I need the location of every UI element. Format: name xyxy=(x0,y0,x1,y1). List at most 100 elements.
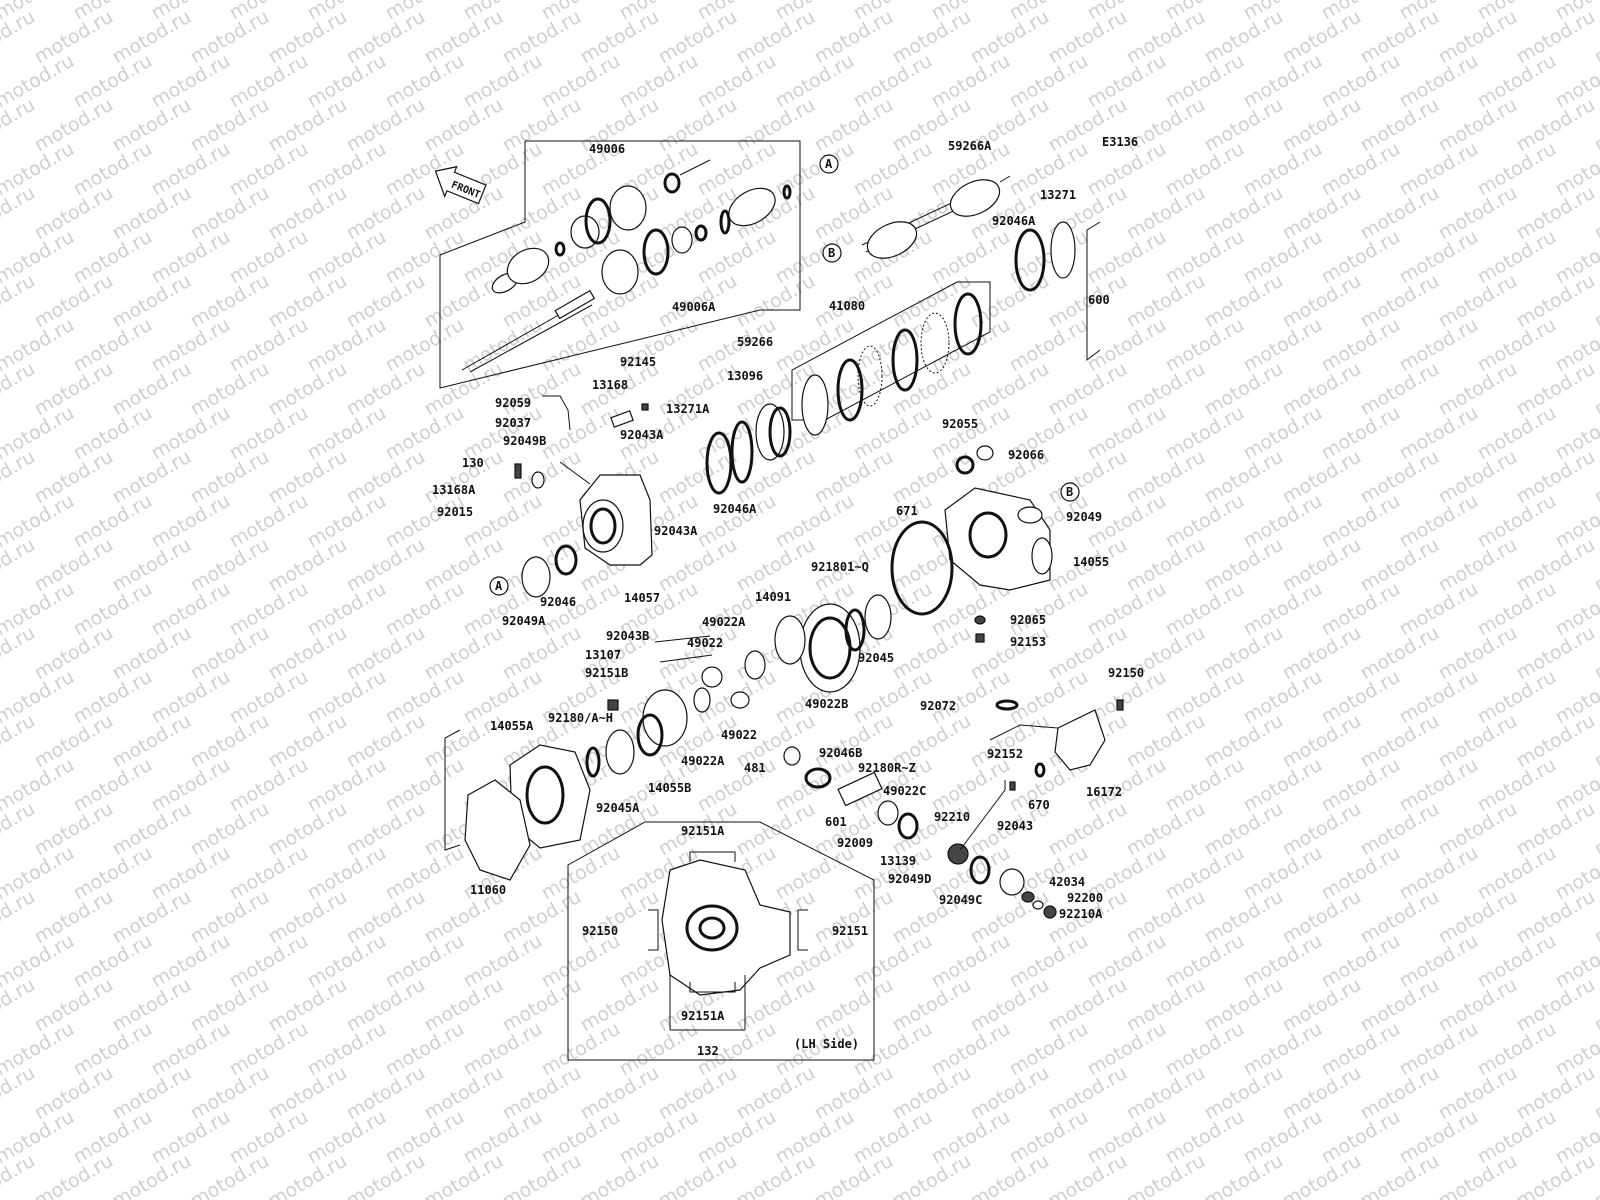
watermark-text: motod.ru xyxy=(187,94,273,157)
watermark-text: motod.ru xyxy=(1123,974,1209,1037)
part-label: 14055 xyxy=(1073,555,1109,569)
watermark-text: motod.ru xyxy=(1396,490,1482,553)
clutch-pack-41080 xyxy=(791,281,991,436)
axle-shaft-59266 xyxy=(461,159,792,373)
watermark-text: motod.ru xyxy=(265,534,351,597)
front-axle-frame xyxy=(439,140,801,389)
watermark-text: motod.ru xyxy=(772,754,858,817)
watermark-text: motod.ru xyxy=(928,754,1014,817)
watermark-text: motod.ru xyxy=(226,1018,312,1081)
watermark-text: motod.ru xyxy=(1162,314,1248,377)
watermark-text: motod.ru xyxy=(70,930,156,993)
watermark-text: motod.ru xyxy=(655,94,741,157)
watermark-text: motod.ru xyxy=(1084,1018,1170,1081)
watermark-text: motod.ru xyxy=(304,402,390,465)
watermark-text: motod.ru xyxy=(928,50,1014,113)
watermark-text: motod.ru xyxy=(1240,578,1326,641)
watermark-text: motod.ru xyxy=(460,490,546,553)
part-label: 13168A xyxy=(432,483,476,497)
watermark-text: motod.ru xyxy=(850,666,936,729)
watermark-text: motod.ru xyxy=(265,1062,351,1125)
part-label: 92009 xyxy=(837,836,873,850)
watermark-text: motod.ru xyxy=(70,666,156,729)
watermark-text: motod.ru xyxy=(1318,314,1404,377)
part-label: 92049D xyxy=(888,872,931,886)
watermark-text: motod.ru xyxy=(1006,50,1092,113)
watermark-text: motod.ru xyxy=(1279,534,1365,597)
watermark-text: motod.ru xyxy=(733,94,819,157)
bolt-92152 xyxy=(1009,781,1016,791)
watermark-text: motod.ru xyxy=(343,974,429,1037)
watermark-text: motod.ru xyxy=(304,490,390,553)
watermark-text: motod.ru xyxy=(187,974,273,1037)
watermark-text: motod.ru xyxy=(1279,798,1365,861)
watermark-text: motod.ru xyxy=(304,1106,390,1169)
watermark-text: motod.ru xyxy=(1513,94,1599,157)
watermark-text: motod.ru xyxy=(538,930,624,993)
watermark-text: motod.ru xyxy=(1201,446,1287,509)
part-label: 13139 xyxy=(880,854,916,868)
watermark-text: motod.ru xyxy=(343,358,429,421)
ref-marker-a-mid: A xyxy=(489,576,509,596)
sensor-13168 xyxy=(610,410,634,428)
gear-14091 xyxy=(774,615,806,665)
watermark-text: motod.ru xyxy=(811,886,897,949)
watermark-text: motod.ru xyxy=(1357,182,1443,245)
part-label: 92015 xyxy=(437,505,473,519)
watermark-text: motod.ru xyxy=(538,842,624,905)
watermark-text: motod.ru xyxy=(1279,710,1365,773)
watermark-text: motod.ru xyxy=(1357,446,1443,509)
watermark-text: motod.ru xyxy=(187,6,273,69)
watermark-text: motod.ru xyxy=(304,754,390,817)
watermark-text: motod.ru xyxy=(1513,270,1599,333)
watermark-text: motod.ru xyxy=(1279,6,1365,69)
watermark-text: motod.ru xyxy=(1474,314,1560,377)
watermark-text: motod.ru xyxy=(1006,1018,1092,1081)
watermark-text: motod.ru xyxy=(811,974,897,1037)
watermark-text: motod.ru xyxy=(460,1018,546,1081)
watermark-text: motod.ru xyxy=(226,490,312,553)
watermark-text: motod.ru xyxy=(1240,930,1326,993)
watermark-text: motod.ru xyxy=(850,578,936,641)
watermark-text: motod.ru xyxy=(460,930,546,993)
watermark-text: motod.ru xyxy=(1240,226,1326,289)
watermark-text: motod.ru xyxy=(109,1062,195,1125)
watermark-text: motod.ru xyxy=(1045,446,1131,509)
watermark-text: motod.ru xyxy=(187,886,273,949)
watermark-text: motod.ru xyxy=(343,270,429,333)
oring-670 xyxy=(1034,762,1046,778)
watermark-text: motod.ru xyxy=(148,1018,234,1081)
part-label: 92046A xyxy=(992,214,1036,228)
watermark-text: motod.ru xyxy=(733,798,819,861)
watermark-text: motod.ru xyxy=(70,226,156,289)
watermark-text: motod.ru xyxy=(1357,534,1443,597)
part-label: 601 xyxy=(825,815,847,829)
watermark-text: motod.ru xyxy=(538,402,624,465)
watermark-text: motod.ru xyxy=(382,1018,468,1081)
bearing-92045 xyxy=(864,594,892,640)
part-label: 42034 xyxy=(1049,875,1085,889)
watermark-text: motod.ru xyxy=(1201,974,1287,1037)
watermark-text: motod.ru xyxy=(1162,1018,1248,1081)
watermark-text: motod.ru xyxy=(1201,886,1287,949)
watermark-text: motod.ru xyxy=(1435,6,1521,69)
watermark-text: motod.ru xyxy=(148,930,234,993)
watermark-text: motod.ru xyxy=(577,1062,663,1125)
svg-text:B: B xyxy=(1066,485,1073,499)
watermark-text: motod.ru xyxy=(1162,1106,1248,1169)
part-label: 481 xyxy=(744,761,766,775)
watermark-text: motod.ru xyxy=(343,1062,429,1125)
watermark-text: motod.ru xyxy=(148,666,234,729)
watermark-text: motod.ru xyxy=(1318,1018,1404,1081)
watermark-text: motod.ru xyxy=(304,314,390,377)
watermark-text: motod.ru xyxy=(148,138,234,201)
oring-671 xyxy=(890,520,954,616)
watermark-text: motod.ru xyxy=(1162,490,1248,553)
gear-49022-bot xyxy=(730,691,750,709)
shim-92180r xyxy=(804,767,832,789)
part-label: 92210 xyxy=(934,810,970,824)
watermark-text: motod.ru xyxy=(226,930,312,993)
watermark-text: motod.ru xyxy=(1357,358,1443,421)
watermark-text: motod.ru xyxy=(1396,842,1482,905)
bracket-14055a xyxy=(444,729,461,851)
